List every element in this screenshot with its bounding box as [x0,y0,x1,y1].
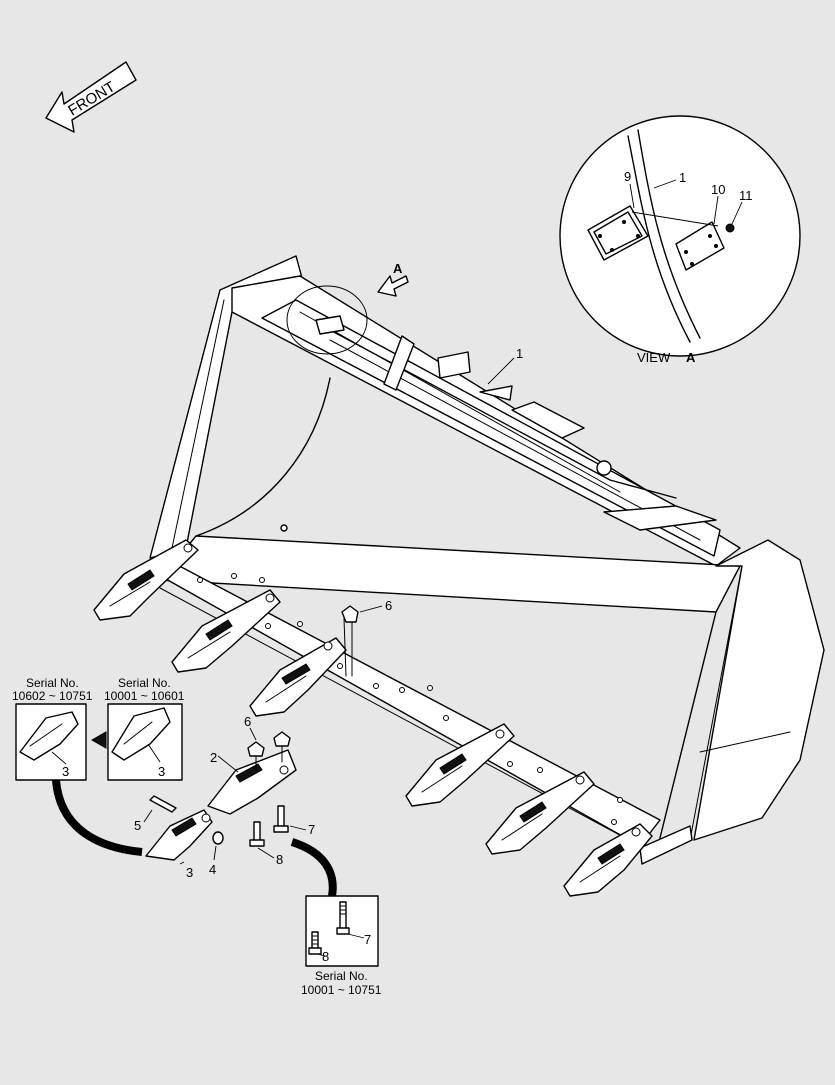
tooth-4 [405,723,515,807]
bucket-teeth [93,539,653,897]
callout-upper-nut: 6 [385,598,392,613]
tooth-6 [563,823,653,897]
adapter-assembly [143,727,307,865]
inset-callout-tooth-left: 3 [62,764,69,779]
serial-right-range: 10001 ~ 10601 [104,689,185,703]
upper-nut [341,605,383,677]
tooth-2 [171,589,281,673]
callout-detail-plate: 9 [624,169,631,184]
view-caption-letter: A [686,350,696,365]
view-marker-letter: A [393,261,403,276]
bucket [149,255,825,865]
inset-connector-bolts [290,838,337,897]
triangle-pointer-icon [90,731,107,749]
serial-inset-teeth: Serial No. 10602 ~ 10751 Serial No. 1000… [12,676,185,781]
callout-detail-bolt: 11 [739,188,753,203]
serial-bolts-title: Serial No. [315,969,368,983]
inset-connector-left [52,779,143,856]
view-a-detail [559,115,801,357]
callout-tooth: 3 [186,865,193,880]
serial-left-range: 10602 ~ 10751 [12,689,93,703]
view-direction-arrow-icon: A [377,261,409,297]
serial-right-title: Serial No. [118,676,171,690]
callout-bucket: 1 [516,346,523,361]
callout-detail-cover: 10 [711,182,725,197]
callout-retainer: 4 [209,862,216,877]
serial-bolts-range: 10001 ~ 10751 [301,983,382,997]
callout-adapter-nut: 6 [244,714,251,729]
inset-callout-tooth-right: 3 [158,764,165,779]
callout-bolt-8: 8 [276,852,283,867]
callout-detail-bucket: 1 [679,170,686,185]
inset-callout-bolt-8: 8 [322,949,329,964]
tooth-1 [93,539,199,621]
tooth-5 [485,771,595,855]
view-caption-prefix: VIEW [637,350,671,365]
callout-pin: 5 [134,818,141,833]
callout-adapter: 2 [210,750,217,765]
callout-bolt-7: 7 [308,822,315,837]
front-arrow-icon: FRONT [45,61,137,133]
tooth-3 [249,637,347,717]
serial-left-title: Serial No. [26,676,79,690]
inset-callout-bolt-7: 7 [364,932,371,947]
serial-inset-bolts: 7 8 Serial No. 10001 ~ 10751 [290,838,382,997]
